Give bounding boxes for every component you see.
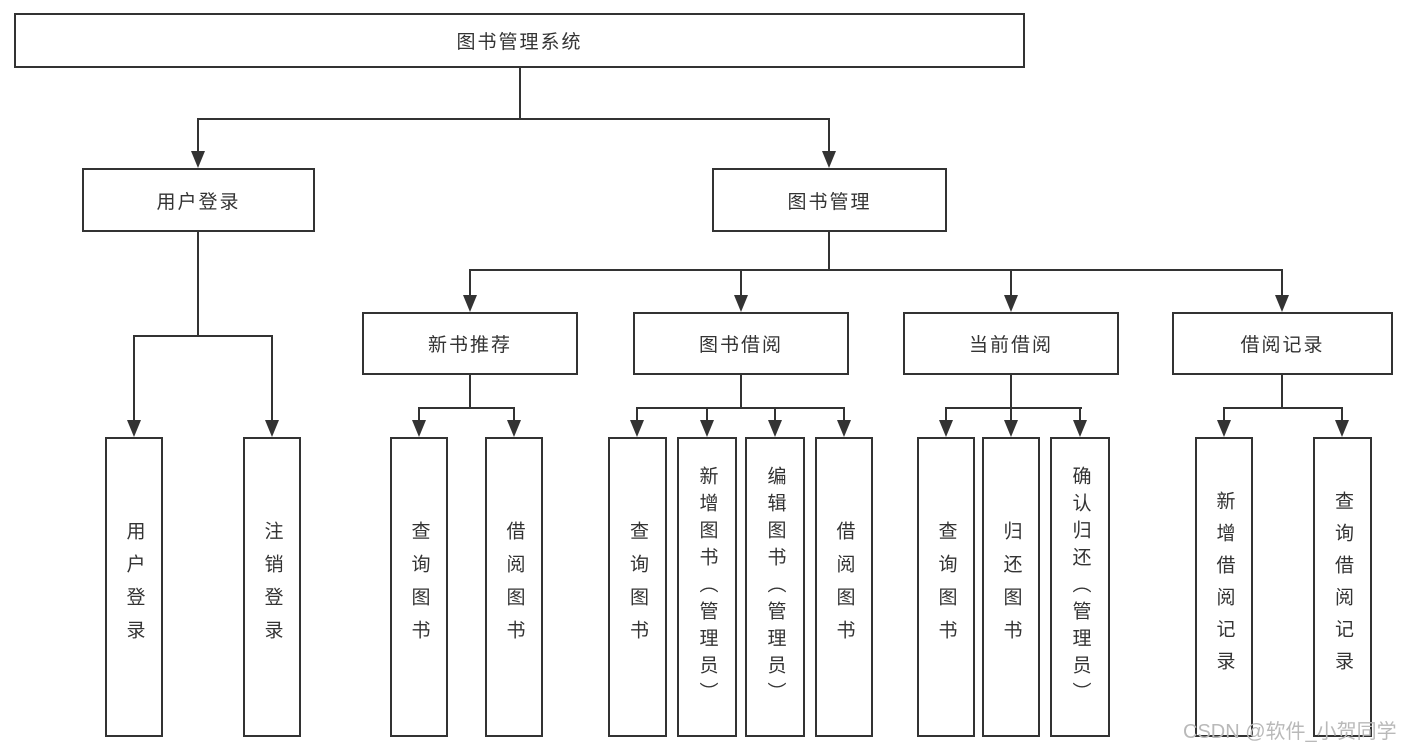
arrow-down-icon [191,151,205,168]
connector-g3-drop-4 [843,407,845,422]
leaf-add-borrow-record-label: 新增借阅记录 [1213,491,1235,683]
leaf-confirm-return-admin: 确认归还（管理员） [1050,437,1110,737]
node-user-login: 用户登录 [82,168,315,232]
leaf-user-login-label: 用户登录 [123,521,145,653]
arrow-down-icon [1217,420,1231,437]
connector-g2-drop-1 [418,407,420,422]
leaf-borrow-books-recommend-label: 借阅图书 [503,521,525,653]
arrow-down-icon [768,420,782,437]
leaf-edit-book-admin-label: 编辑图书（管理员） [764,465,786,709]
leaf-borrow-books-label: 借阅图书 [833,521,855,653]
leaf-add-book-admin-label: 新增图书（管理员） [696,465,718,709]
leaf-borrow-books-recommend: 借阅图书 [485,437,543,737]
leaf-query-books-recommend: 查询图书 [390,437,448,737]
leaf-return-book-label: 归还图书 [1000,521,1022,653]
node-book-management-label: 图书管理 [787,191,872,213]
leaf-query-borrow-record: 查询借阅记录 [1313,437,1372,737]
arrow-down-icon [700,420,714,437]
node-borrow-records: 借阅记录 [1172,312,1393,375]
csdn-watermark: CSDN @软件_小贺同学 [1183,721,1397,743]
connector-l2-drop-1 [197,118,199,154]
leaf-return-book: 归还图书 [982,437,1040,737]
connector-b-drop-1 [469,269,471,296]
arrow-down-icon [1004,420,1018,437]
connector-g4-stem [1010,375,1012,409]
node-root: 图书管理系统 [14,13,1025,68]
connector-g4-drop-1 [945,407,947,422]
connector-g5-drop-1 [1223,407,1225,422]
leaf-logout-label: 注销登录 [261,521,283,653]
leaf-borrow-books: 借阅图书 [815,437,873,737]
connector-g3-drop-3 [774,407,776,422]
arrow-down-icon [265,420,279,437]
arrow-down-icon [412,420,426,437]
connector-a-stem [197,232,199,337]
leaf-query-books-current: 查询图书 [917,437,975,737]
leaf-query-books-borrow: 查询图书 [608,437,667,737]
connector-l2-drop-2 [828,118,830,154]
node-book-borrow: 图书借阅 [633,312,849,375]
leaf-query-books-recommend-label: 查询图书 [408,521,430,653]
connector-b-drop-3 [1010,269,1012,296]
arrow-down-icon [1275,295,1289,312]
connector-a-drop-2 [271,335,273,421]
connector-g2-drop-2 [513,407,515,422]
connector-g2-hbar [418,407,515,409]
node-book-borrow-label: 图书借阅 [698,335,783,356]
node-new-book-recommend-label: 新书推荐 [427,335,512,356]
arrow-down-icon [127,420,141,437]
connector-a-hbar [133,335,273,337]
connector-a-drop-1 [133,335,135,421]
connector-g5-hbar [1223,407,1343,409]
arrow-down-icon [1335,420,1349,437]
leaf-query-books-borrow-label: 查询图书 [627,521,648,653]
arrow-down-icon [734,295,748,312]
leaf-query-borrow-record-label: 查询借阅记录 [1332,491,1353,683]
connector-b-hbar [469,269,1283,271]
connector-l2-hbar [197,118,830,120]
arrow-down-icon [822,151,836,168]
node-root-label: 图书管理系统 [456,32,583,53]
leaf-logout: 注销登录 [243,437,301,737]
arrow-down-icon [1073,420,1087,437]
connector-g3-drop-1 [636,407,638,422]
connector-g4-drop-2 [1010,407,1012,422]
arrow-down-icon [939,420,953,437]
connector-g4-drop-3 [1079,407,1081,422]
node-current-borrow-label: 当前借阅 [968,335,1053,356]
connector-b-drop-2 [740,269,742,296]
connector-g3-stem [740,375,742,409]
connector-g3-hbar [636,407,845,409]
leaf-edit-book-admin: 编辑图书（管理员） [745,437,805,737]
leaf-add-book-admin: 新增图书（管理员） [677,437,737,737]
leaf-user-login: 用户登录 [105,437,163,737]
arrow-down-icon [507,420,521,437]
arrow-down-icon [463,295,477,312]
node-borrow-records-label: 借阅记录 [1240,335,1325,356]
connector-g3-drop-2 [706,407,708,422]
leaf-confirm-return-admin-label: 确认归还（管理员） [1069,465,1091,709]
node-new-book-recommend: 新书推荐 [362,312,578,375]
connector-b-stem [828,232,830,271]
arrow-down-icon [837,420,851,437]
connector-g4-hbar [945,407,1082,409]
node-book-management: 图书管理 [712,168,947,232]
arrow-down-icon [1004,295,1018,312]
connector-g5-stem [1281,375,1283,409]
leaf-query-books-current-label: 查询图书 [935,521,957,653]
connector-g5-drop-2 [1341,407,1343,422]
node-user-login-label: 用户登录 [156,191,241,213]
arrow-down-icon [630,420,644,437]
connector-g2-stem [469,375,471,409]
node-current-borrow: 当前借阅 [903,312,1119,375]
leaf-add-borrow-record: 新增借阅记录 [1195,437,1253,737]
connector-b-drop-4 [1281,269,1283,296]
connector-root-stem [519,68,521,120]
